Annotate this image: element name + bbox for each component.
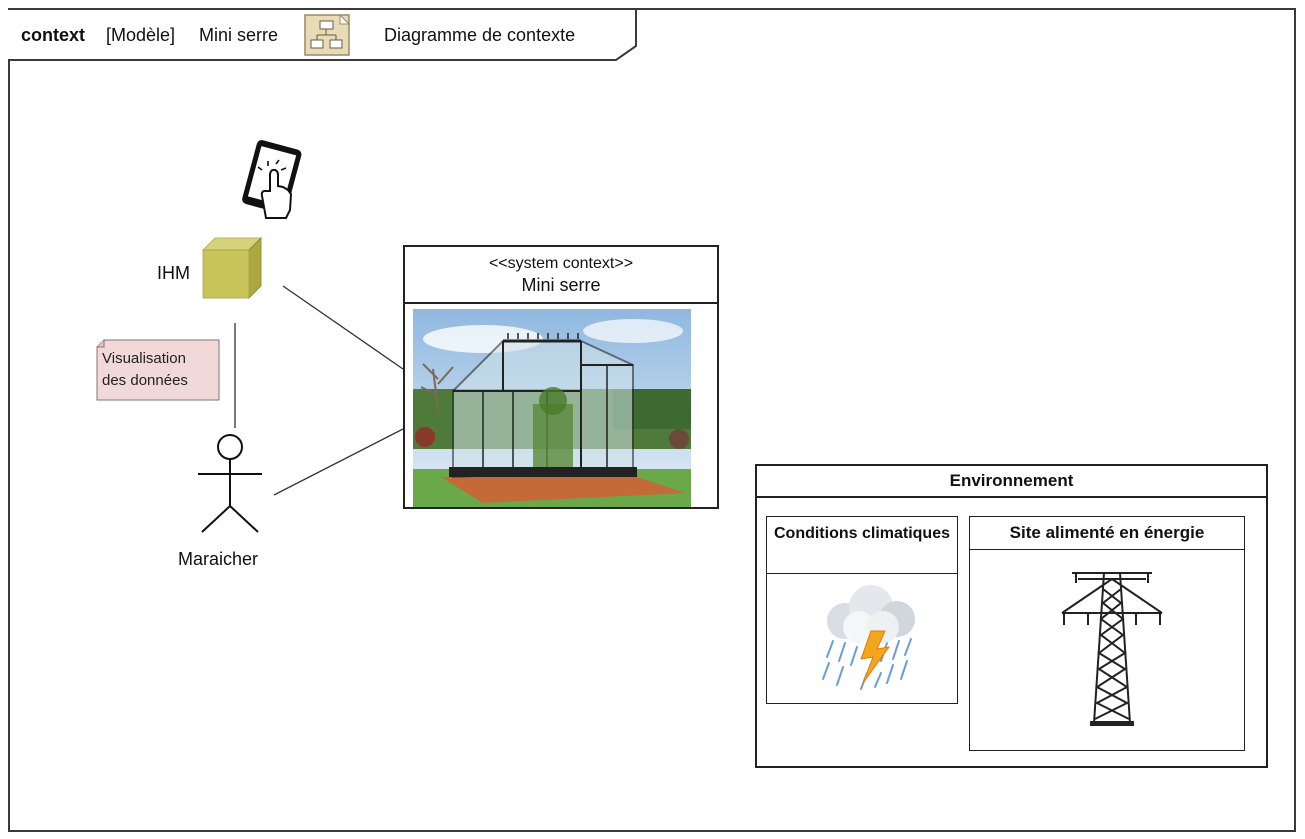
frame-name: Mini serre	[199, 25, 279, 45]
climate-header	[767, 517, 957, 574]
climate-title: Conditions climatiques	[773, 525, 950, 542]
power-header	[970, 517, 1244, 550]
storm-cloud-icon	[822, 585, 915, 690]
note-box	[96, 339, 220, 401]
power-pylon-icon	[1061, 572, 1163, 726]
maraicher-label: Maraicher	[178, 549, 259, 569]
diagram-frame	[8, 8, 1296, 832]
system-name: Mini serre	[521, 275, 601, 295]
ihm-cube-icon	[202, 237, 262, 299]
tablet-touch-icon	[242, 140, 302, 219]
environment-header	[757, 466, 1266, 498]
note-text: Visualisation des données	[102, 350, 188, 389]
power-title: Site alimenté en énergie	[1009, 523, 1205, 542]
environment-title: Environnement	[949, 471, 1074, 490]
climate-block: Conditions climatiques	[766, 516, 958, 704]
frame-diagram-type: Diagramme de contexte	[384, 25, 576, 45]
power-block: Site alimenté en énergie	[969, 516, 1245, 751]
ihm-system-link	[282, 285, 404, 370]
diagram-icon	[304, 14, 350, 56]
system-context-block: <<system context>> Mini serre	[403, 245, 719, 509]
maraicher-system-link	[273, 428, 404, 496]
system-block-header	[405, 247, 717, 304]
frame-model: [Modèle]	[106, 25, 176, 45]
greenhouse-photo	[413, 309, 691, 507]
stick-figure-icon	[198, 434, 262, 533]
ihm-label: IHM	[157, 263, 190, 283]
frame-keyword: context	[21, 25, 86, 45]
system-stereotype: <<system context>>	[488, 255, 634, 272]
